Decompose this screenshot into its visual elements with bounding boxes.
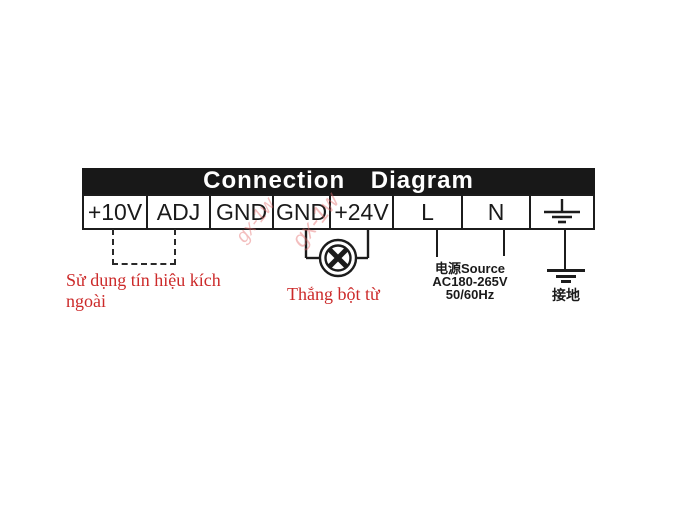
wire-neutral bbox=[503, 229, 505, 256]
terminal-label: +24V bbox=[334, 198, 389, 225]
terminal-earth bbox=[531, 196, 593, 228]
terminal-label: +10V bbox=[87, 198, 143, 225]
terminal-neutral: N bbox=[463, 196, 531, 228]
earth-ground-bar-short bbox=[561, 280, 571, 283]
power-source-note: 电源Source AC180-265V 50/60Hz bbox=[413, 262, 527, 301]
wire-trigger-loop-dashed bbox=[112, 263, 176, 265]
earth-ground-bar-long bbox=[547, 269, 585, 272]
power-source-line3: 50/60Hz bbox=[445, 287, 495, 302]
brake-coil-icon bbox=[304, 229, 370, 278]
terminal-gnd-2: GND bbox=[274, 196, 331, 228]
terminal-gnd-1: GND bbox=[211, 196, 274, 228]
terminal-block: +10V ADJ GND GND +24V L N bbox=[82, 194, 595, 230]
earth-ground-icon bbox=[544, 199, 580, 224]
earth-label: 接地 bbox=[552, 287, 580, 303]
diagram-header-bar: Connection Diagram bbox=[82, 168, 595, 194]
power-source-line2: AC180-265V bbox=[432, 274, 508, 289]
wire-line bbox=[436, 229, 438, 257]
terminal-adj: ADJ bbox=[148, 196, 211, 228]
wire-earth bbox=[564, 229, 566, 269]
terminal-plus10v: +10V bbox=[84, 196, 148, 228]
terminal-line: L bbox=[394, 196, 463, 228]
terminal-label: N bbox=[487, 198, 505, 225]
terminal-label: GND bbox=[275, 198, 328, 225]
terminal-label: L bbox=[421, 198, 434, 225]
external-trigger-note-line2: ngoài bbox=[66, 291, 106, 311]
diagram-title: Connection Diagram bbox=[203, 167, 474, 194]
brake-note: Thắng bột từ bbox=[287, 284, 380, 304]
external-trigger-note-line1: Sử dụng tín hiệu kích bbox=[66, 270, 221, 290]
power-source-line1: 电源Source bbox=[434, 261, 506, 276]
wire-adj-dashed bbox=[174, 229, 176, 265]
wire-plus10v-dashed bbox=[112, 229, 114, 265]
earth-ground-bar-medium bbox=[556, 275, 576, 278]
terminal-label: GND bbox=[215, 198, 268, 225]
external-trigger-note: Sử dụng tín hiệu kích ngoài bbox=[66, 270, 221, 312]
terminal-plus24v: +24V bbox=[331, 196, 394, 228]
terminal-label: ADJ bbox=[156, 198, 201, 225]
